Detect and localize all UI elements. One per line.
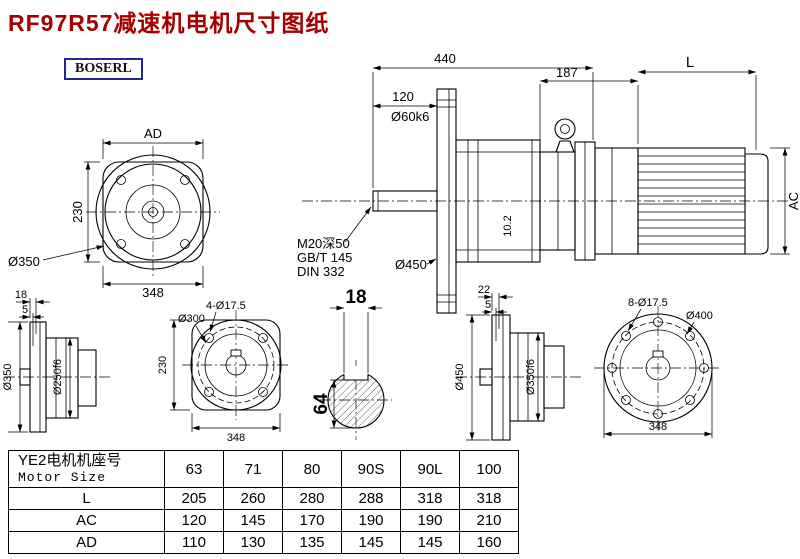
dim-5: 5 [485, 299, 491, 311]
flange-front-view-small: 4-Ø17.5 Ø300 230 348 [157, 300, 290, 444]
thread-spec: M20深50 [297, 236, 350, 251]
dim-flange-d350: Ø350 [8, 254, 40, 269]
table-cell: 160 [459, 531, 519, 554]
brand-logo: BOSERL [64, 58, 143, 80]
standard-gbt: GB/T 145 [297, 250, 352, 265]
column-header: 71 [223, 450, 283, 488]
table-cell: 280 [282, 487, 342, 510]
table-cell: 120 [164, 509, 224, 532]
table-header-cn: YE2电机机座号 [18, 452, 122, 469]
dim-d350: Ø350 [2, 364, 14, 391]
main-side-view: 440 120 Ø60k6 187 L AC M20深50 GB/T 145 D… [297, 51, 800, 314]
dim-shaft-height-64: 64 [311, 393, 332, 415]
dim-ad: AD [144, 126, 162, 141]
column-header: 90S [341, 450, 401, 488]
dim-440: 440 [434, 51, 456, 66]
dim-d400: Ø400 [686, 310, 713, 322]
column-header: 90L [400, 450, 460, 488]
table-cell: 210 [459, 509, 519, 532]
table-cell: 260 [223, 487, 283, 510]
row-label: AD [8, 531, 165, 554]
row-label: L [8, 487, 165, 510]
table-cell: 190 [341, 509, 401, 532]
dim-d250f6: Ø250f6 [52, 359, 64, 395]
dim-bolt-holes-8: 8-Ø17.5 [628, 297, 668, 309]
dim-key-width-18: 18 [345, 287, 366, 308]
table-cell: 110 [164, 531, 224, 554]
dim-d300: Ø300 [178, 313, 205, 325]
table-cell: 145 [223, 509, 283, 532]
table-header-row: YE2电机机座号 Motor Size 63 71 80 90S 90L 100 [8, 450, 519, 488]
dim-18: 18 [15, 289, 27, 301]
table-cell: 130 [223, 531, 283, 554]
table-cell: 145 [400, 531, 460, 554]
dim-120: 120 [392, 89, 414, 104]
dim-shaft-diameter: Ø60k6 [391, 109, 429, 124]
row-label: AC [8, 509, 165, 532]
standard-din: DIN 332 [297, 264, 345, 279]
dim-348: 348 [227, 432, 245, 444]
dim-d350f6: Ø350f6 [525, 359, 537, 395]
table-cell: 190 [400, 509, 460, 532]
table-row: L 205 260 280 288 318 318 [8, 487, 519, 510]
dim-187: 187 [556, 65, 578, 80]
dim-22: 22 [478, 284, 490, 296]
dim-230: 230 [157, 356, 169, 374]
table-cell: 318 [400, 487, 460, 510]
flange-side-view-large: 22 5 Ø450 Ø350f6 [454, 284, 582, 441]
motor-size-table: YE2电机机座号 Motor Size 63 71 80 90S 90L 100… [8, 450, 519, 554]
dim-bolt-holes-4: 4-Ø17.5 [206, 300, 246, 312]
dim-ac: AC [786, 192, 800, 210]
dim-10-2: 10.2 [502, 215, 514, 236]
table-cell: 170 [282, 509, 342, 532]
dim-230: 230 [70, 201, 85, 223]
table-cell: 135 [282, 531, 342, 554]
dim-348: 348 [142, 285, 164, 300]
flange-front-view-large: 8-Ø17.5 Ø400 348 [594, 297, 722, 438]
flange-side-view-small: 18 5 Ø350 Ø250f6 [2, 289, 112, 433]
table-cell: 145 [341, 531, 401, 554]
front-view: AD 230 348 Ø350 [8, 126, 220, 300]
shaft-section-view: 18 64 [311, 287, 392, 440]
page-title: RF97R57减速机电机尺寸图纸 [8, 10, 330, 36]
table-row: AC 120 145 170 190 190 210 [8, 509, 519, 532]
dim-L: L [686, 54, 694, 71]
column-header: 100 [459, 450, 519, 488]
column-header: 63 [164, 450, 224, 488]
table-cell: 318 [459, 487, 519, 510]
column-header: 80 [282, 450, 342, 488]
table-cell: 205 [164, 487, 224, 510]
dim-5: 5 [22, 304, 28, 316]
table-cell: 288 [341, 487, 401, 510]
dim-d450: Ø450 [454, 364, 466, 391]
dim-flange-d450: Ø450 [395, 257, 427, 272]
table-header-label: YE2电机机座号 Motor Size [8, 450, 165, 488]
table-header-en: Motor Size [18, 470, 107, 485]
table-row: AD 110 130 135 145 145 160 [8, 531, 519, 554]
dim-348: 348 [649, 421, 667, 433]
